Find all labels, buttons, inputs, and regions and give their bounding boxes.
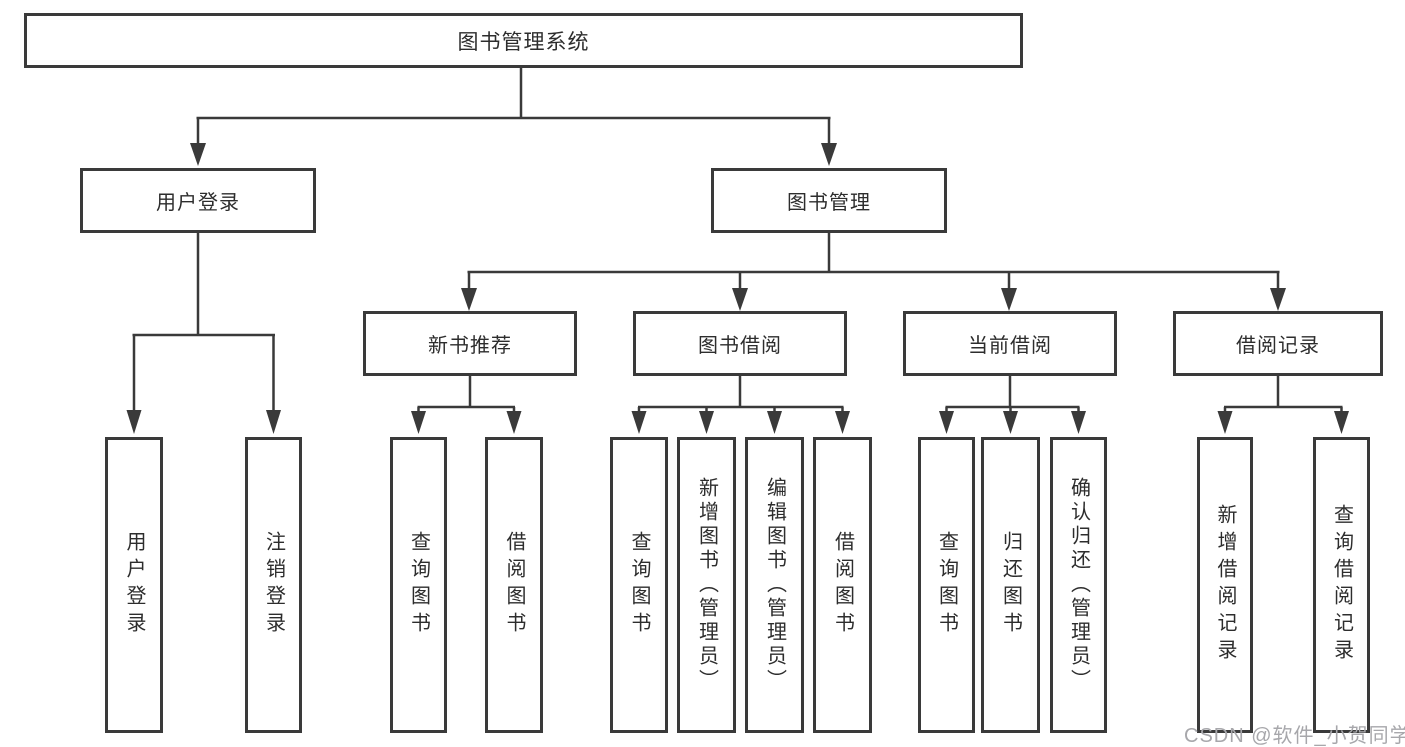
node-label: 查询图书 <box>628 531 650 639</box>
node-label: 图书借阅 <box>698 335 782 357</box>
node-new-book-recommend: 新书推荐 <box>363 311 577 376</box>
leaf-query-borrow-record: 查询借阅记录 <box>1313 437 1370 733</box>
node-label: 当前借阅 <box>968 335 1052 357</box>
node-label: 借阅图书 <box>831 531 854 639</box>
node-label: 注销登录 <box>262 531 285 639</box>
arrowhead-icon <box>699 411 714 434</box>
node-label: 查询借阅记录 <box>1330 504 1353 666</box>
node-label: 新书推荐 <box>428 335 512 357</box>
node-current-borrowing: 当前借阅 <box>903 311 1117 376</box>
arrowhead-icon <box>126 410 142 434</box>
arrowhead-icon <box>732 288 748 311</box>
leaf-logout: 注销登录 <box>245 437 302 733</box>
arrowhead-icon <box>767 411 782 434</box>
node-label: 编辑图书（管理员） <box>763 477 786 693</box>
arrowheads-leaves <box>411 411 1349 434</box>
node-label: 借阅图书 <box>503 531 525 639</box>
arrowheads-level3 <box>461 288 1286 311</box>
arrowhead-icon <box>1003 411 1018 434</box>
arrowhead-icon <box>1334 411 1349 434</box>
arrowhead-icon <box>266 410 281 434</box>
leaf-user-login: 用户登录 <box>105 437 163 733</box>
arrowhead-icon <box>631 411 647 434</box>
node-label: 查询图书 <box>407 531 430 639</box>
node-label: 用户登录 <box>123 531 145 639</box>
leaf-borrow-books-recommend: 借阅图书 <box>485 437 543 733</box>
node-label: 借阅记录 <box>1236 335 1320 357</box>
node-book-management-branch: 图书管理 <box>711 168 947 233</box>
arrowhead-icon <box>190 143 206 166</box>
arrowhead-icon <box>939 411 954 434</box>
arrowhead-icon <box>1001 288 1017 311</box>
edge-book-mgmt-to-level3 <box>467 233 1280 289</box>
leaf-add-borrow-record: 新增借阅记录 <box>1197 437 1253 733</box>
arrowhead-icon <box>411 411 426 434</box>
edge-root-to-level2 <box>196 67 831 144</box>
edge-user-login-to-leaves <box>132 233 275 411</box>
node-label: 图书管理系统 <box>457 30 590 54</box>
node-library-management-system: 图书管理系统 <box>24 13 1023 68</box>
arrowhead-icon <box>821 143 837 166</box>
arrowhead-icon <box>1270 288 1286 311</box>
arrowheads-level2 <box>190 143 837 166</box>
arrowhead-icon <box>1217 411 1233 434</box>
csdn-watermark: CSDN @软件_小贺同学 <box>1184 725 1405 747</box>
arrowhead-icon <box>461 288 477 311</box>
edge-level3-to-leaves <box>417 376 1343 412</box>
arrowhead-icon <box>1071 411 1086 434</box>
node-user-login-branch: 用户登录 <box>80 168 316 233</box>
leaf-query-books-recommend: 查询图书 <box>390 437 447 733</box>
leaf-query-books-borrowing: 查询图书 <box>610 437 668 733</box>
node-borrowing-records: 借阅记录 <box>1173 311 1383 376</box>
arrowhead-icon <box>835 411 850 434</box>
node-label: 新增图书（管理员） <box>695 477 718 693</box>
arrowheads-user-login <box>126 410 281 434</box>
leaf-return-books: 归还图书 <box>981 437 1040 733</box>
node-label: 用户登录 <box>156 192 240 214</box>
node-label: 查询图书 <box>935 531 958 639</box>
leaf-query-books-current: 查询图书 <box>918 437 975 733</box>
node-label: 归还图书 <box>999 531 1022 639</box>
node-book-borrowing: 图书借阅 <box>633 311 847 376</box>
node-label: 确认归还（管理员） <box>1067 477 1090 693</box>
leaf-confirm-return-admin: 确认归还（管理员） <box>1050 437 1107 733</box>
leaf-add-books-admin: 新增图书（管理员） <box>677 437 736 733</box>
leaf-borrow-books: 借阅图书 <box>813 437 872 733</box>
node-label: 新增借阅记录 <box>1214 504 1236 666</box>
leaf-edit-books-admin: 编辑图书（管理员） <box>745 437 804 733</box>
node-label: 图书管理 <box>787 192 871 214</box>
arrowhead-icon <box>506 411 522 434</box>
